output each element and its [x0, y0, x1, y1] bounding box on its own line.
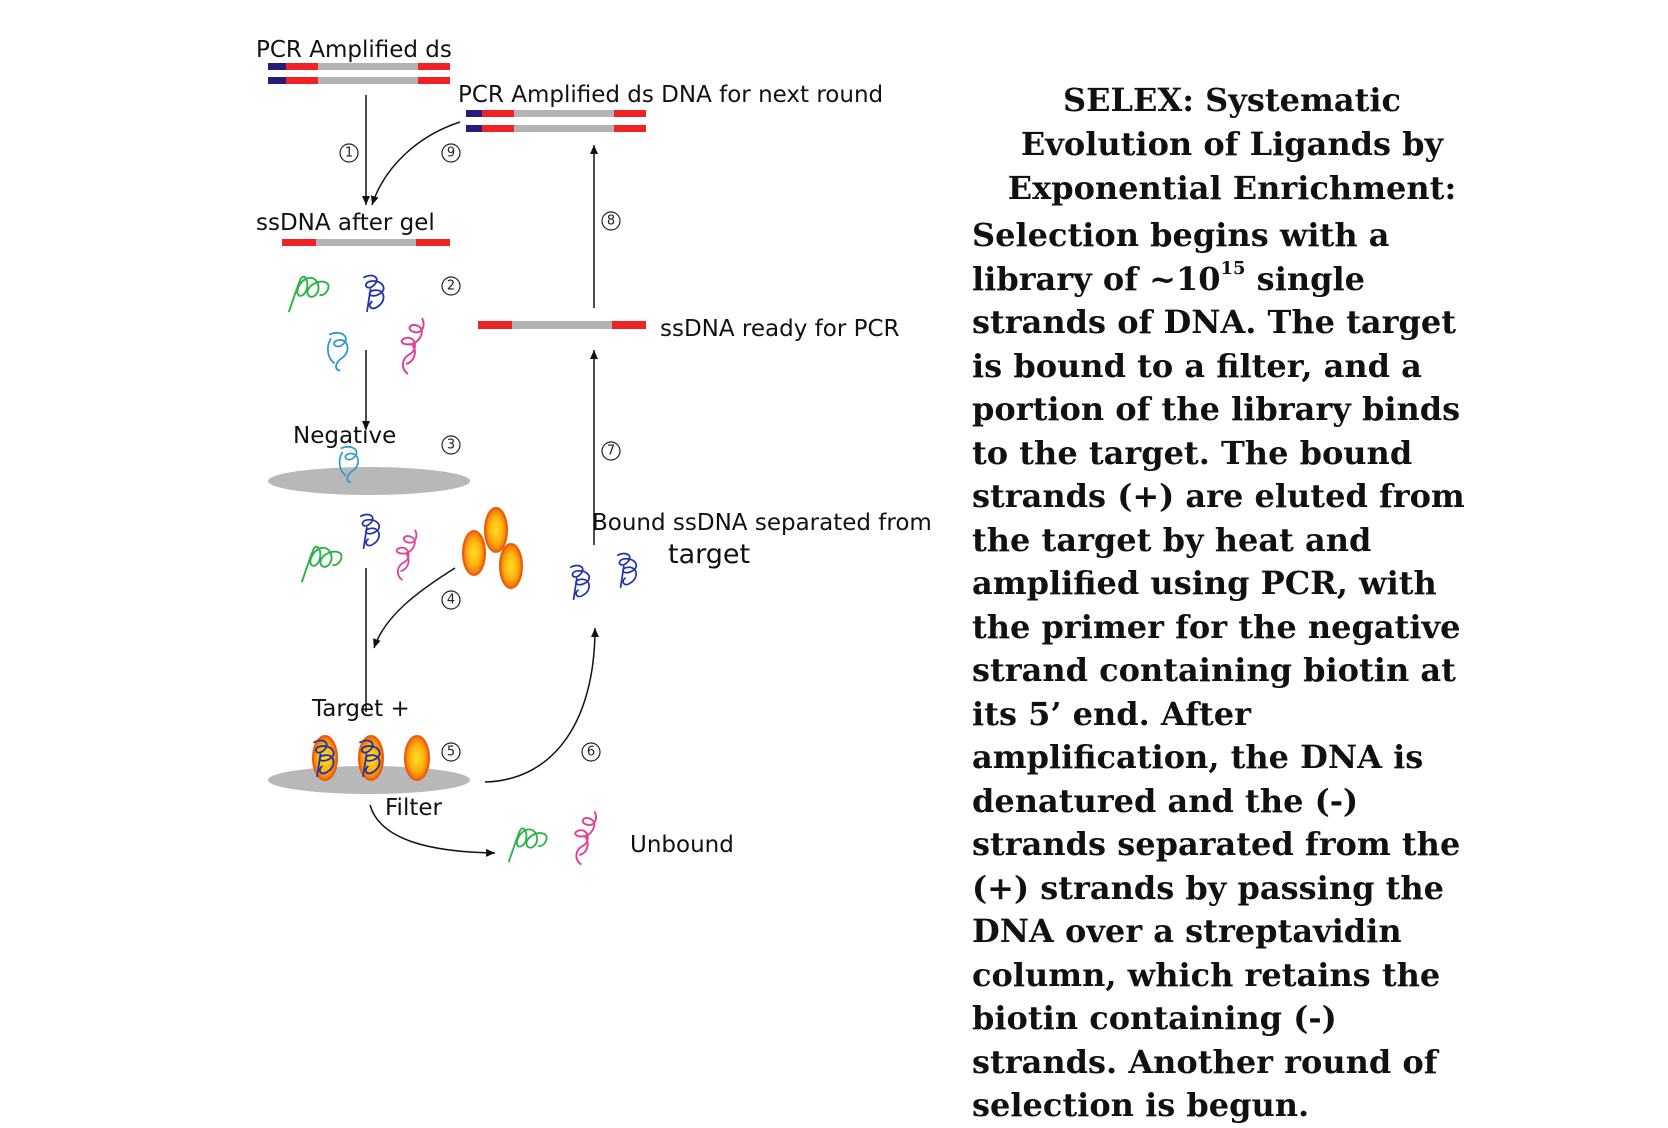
body-after-exponent: single strands of DNA. The target is bou… [972, 259, 1465, 1125]
step-8-marker: 8 [601, 211, 621, 231]
label-unbound: Unbound [630, 832, 734, 858]
step-5-marker: 5 [441, 742, 461, 762]
svg-text:2: 2 [447, 279, 455, 294]
step-number-markers: 1 9 8 2 3 7 4 5 [339, 143, 621, 762]
label-ssdna-after-gel: ssDNA after gel [256, 210, 435, 236]
separated-bound-strands [569, 552, 638, 601]
svg-text:5: 5 [447, 745, 455, 760]
selex-description: SELEX: Systematic Evolution of Ligands b… [972, 78, 1492, 1128]
body-exponent: 15 [1220, 257, 1246, 279]
step-4-marker: 4 [441, 590, 461, 610]
svg-text:6: 6 [587, 745, 595, 760]
label-negative: Negative [293, 423, 396, 449]
svg-text:4: 4 [447, 593, 455, 608]
body-before-exponent: Selection begins with a library of ~10 [972, 216, 1390, 298]
label-filter: Filter [385, 795, 443, 821]
arrow-step-4 [373, 567, 456, 649]
label-pcr-next-round: PCR Amplified ds DNA for next round [458, 82, 883, 108]
svg-text:3: 3 [447, 438, 455, 453]
step-6-marker: 6 [581, 742, 601, 762]
label-pcr-amplified-ds: PCR Amplified ds [256, 37, 452, 63]
unbound-strands [507, 810, 597, 866]
pcr-next-round-ds-dna [466, 110, 646, 132]
step-3-marker: 3 [441, 435, 461, 455]
description-title: SELEX: Systematic Evolution of Ligands b… [1007, 81, 1457, 207]
step-9-marker: 9 [441, 143, 461, 163]
arrow-step-9 [370, 121, 461, 206]
svg-text:1: 1 [345, 146, 353, 161]
arrow-step-6 [484, 627, 599, 783]
svg-text:7: 7 [607, 444, 615, 459]
description-body: Selection begins with a library of ~1015… [972, 214, 1492, 1128]
filter-bound-targets [312, 735, 430, 781]
label-target: target [668, 539, 750, 570]
arrow-to-unbound [369, 804, 496, 857]
svg-text:8: 8 [607, 214, 615, 229]
svg-text:9: 9 [447, 146, 455, 161]
ssdna-library-pool [287, 274, 425, 375]
selex-diagram: PCR Amplified ds PCR Amplified ds DNA fo… [256, 37, 932, 866]
step-7-marker: 7 [601, 441, 621, 461]
target-molecules [462, 507, 523, 589]
flow-arrows [362, 95, 599, 857]
pcr-amplified-ds-dna [268, 63, 450, 84]
label-bound-separated: Bound ssDNA separated from [592, 510, 932, 536]
step-1-marker: 1 [339, 143, 359, 163]
label-target-plus: Target + [311, 696, 410, 722]
step-2-marker: 2 [441, 276, 461, 296]
ssdna-ready-for-pcr-strand [478, 321, 646, 329]
negative-filter-disc [268, 467, 470, 495]
ssdna-after-gel-strand [282, 239, 450, 246]
remaining-pool [300, 513, 418, 584]
label-ssdna-ready-for-pcr: ssDNA ready for PCR [660, 316, 900, 342]
